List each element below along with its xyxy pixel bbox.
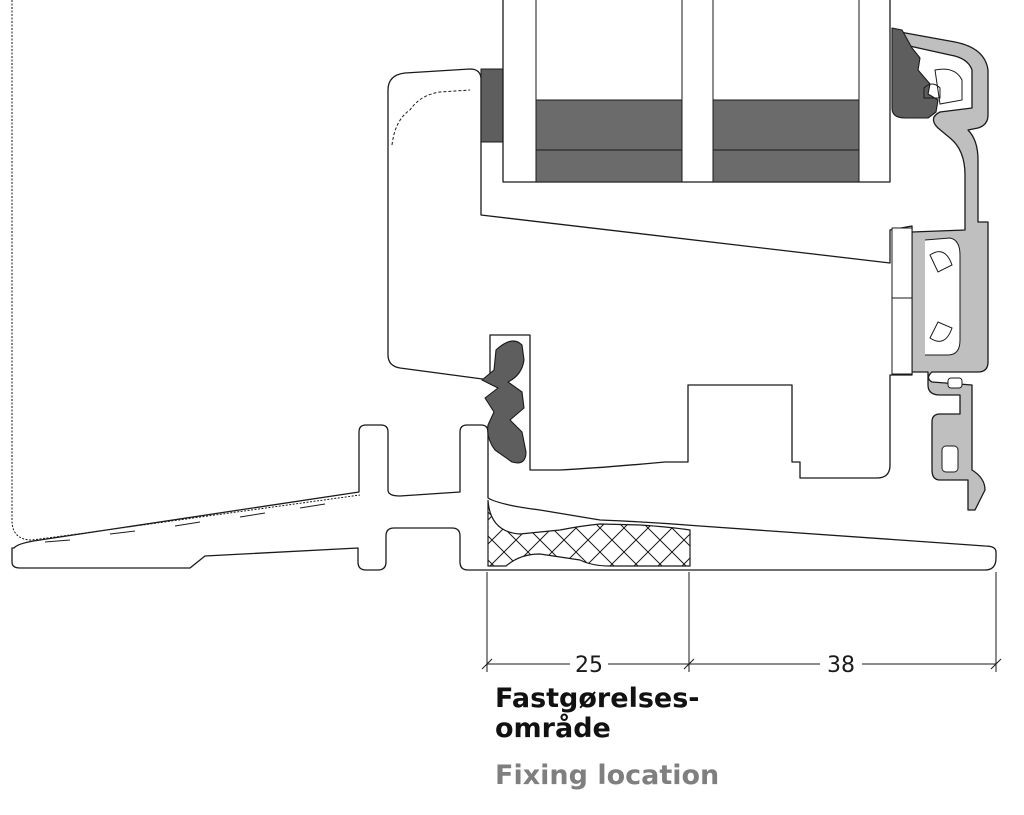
aluminium-channels [924, 68, 963, 473]
glazing-bead [480, 68, 504, 143]
door-leaf-outline [11, 0, 361, 541]
sash-frame [387, 68, 913, 479]
bottom-weather-gasket [481, 340, 527, 464]
ramp-serrations [44, 503, 326, 543]
spacer-bar-left [535, 99, 683, 183]
dimension-fixing-width: 25 [575, 653, 603, 678]
top-weather-gasket [891, 27, 939, 119]
label-danish: Fastgørelses- område [495, 683, 700, 744]
top-gasket-clip [923, 83, 941, 99]
glazing-unit [502, 0, 891, 183]
threshold-ramp [11, 424, 997, 571]
middle-gasket-insert [891, 227, 913, 375]
spacer-bar-right [712, 99, 860, 183]
sash-moulding [391, 89, 471, 146]
label-english: Fixing location [495, 760, 720, 791]
fixing-location-label: Fastgørelses- område Fixing location [495, 684, 719, 792]
fixing-zone-hatch [487, 499, 691, 567]
dimension-outer-width: 38 [827, 653, 855, 678]
dimension-lines [481, 572, 1002, 672]
